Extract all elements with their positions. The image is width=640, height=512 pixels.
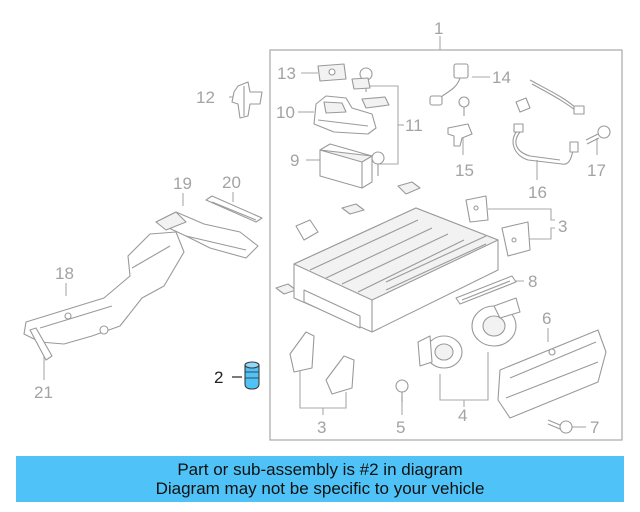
main-battery-pack bbox=[293, 207, 499, 333]
banner-line-1: Part or sub-assembly is #2 in diagram bbox=[177, 460, 463, 479]
small-pads bbox=[275, 181, 421, 295]
callout-1: 1 bbox=[434, 19, 443, 38]
banner-line-2: Diagram may not be specific to your vehi… bbox=[155, 479, 485, 498]
callout-11: 11 bbox=[405, 116, 423, 135]
part-2-grommet bbox=[244, 361, 260, 390]
callout-19: 19 bbox=[173, 174, 192, 193]
part-19-duct bbox=[155, 211, 259, 259]
callout-16: 16 bbox=[528, 183, 547, 202]
part-6-panel bbox=[497, 329, 607, 419]
callout-20: 20 bbox=[222, 173, 241, 192]
part-15-clip bbox=[447, 123, 473, 147]
part-11-bolts bbox=[351, 67, 390, 176]
callout-14: 14 bbox=[492, 68, 511, 87]
assembly-frame bbox=[269, 49, 623, 441]
part-13-clip bbox=[317, 63, 347, 82]
callout-18: 18 bbox=[55, 264, 74, 283]
callout-8: 8 bbox=[528, 272, 537, 291]
part-21-rod bbox=[29, 327, 53, 361]
part-3-brackets-lower bbox=[289, 331, 355, 395]
part-16-wire bbox=[512, 79, 585, 165]
callout-10: 10 bbox=[276, 103, 295, 122]
leader-lines bbox=[43, 72, 598, 428]
part-5-bolt bbox=[395, 379, 409, 402]
callout-3-lower: 3 bbox=[317, 418, 326, 437]
part-7-bolt bbox=[547, 419, 573, 434]
callout-4: 4 bbox=[458, 406, 467, 425]
callout-12: 12 bbox=[196, 88, 215, 107]
callout-17: 17 bbox=[587, 161, 606, 180]
part-17-bolt bbox=[585, 125, 611, 145]
callout-5: 5 bbox=[396, 418, 405, 437]
callout-3-upper: 3 bbox=[558, 217, 567, 236]
part-18-tray bbox=[23, 231, 185, 345]
info-banner: Part or sub-assembly is #2 in diagram Di… bbox=[16, 456, 624, 502]
part-4-fans bbox=[417, 297, 521, 369]
callout-9: 9 bbox=[290, 151, 299, 170]
callout-6: 6 bbox=[542, 309, 551, 328]
callout-7: 7 bbox=[590, 418, 599, 437]
part-20-strip bbox=[205, 195, 263, 223]
callout-15: 15 bbox=[455, 161, 474, 180]
part-3-brackets-upper bbox=[465, 195, 531, 257]
part-12-bracket bbox=[231, 81, 263, 119]
part-8-strip bbox=[455, 275, 517, 305]
callout-21: 21 bbox=[34, 383, 53, 402]
part-9-module bbox=[319, 143, 373, 189]
callout-labels: 1 2 3 3 4 5 6 7 8 9 10 11 12 13 14 15 16… bbox=[34, 19, 606, 437]
callout-13: 13 bbox=[277, 64, 296, 83]
callout-2: 2 bbox=[214, 368, 223, 387]
part-10-cover bbox=[313, 95, 377, 135]
part-14-harness bbox=[429, 63, 470, 116]
